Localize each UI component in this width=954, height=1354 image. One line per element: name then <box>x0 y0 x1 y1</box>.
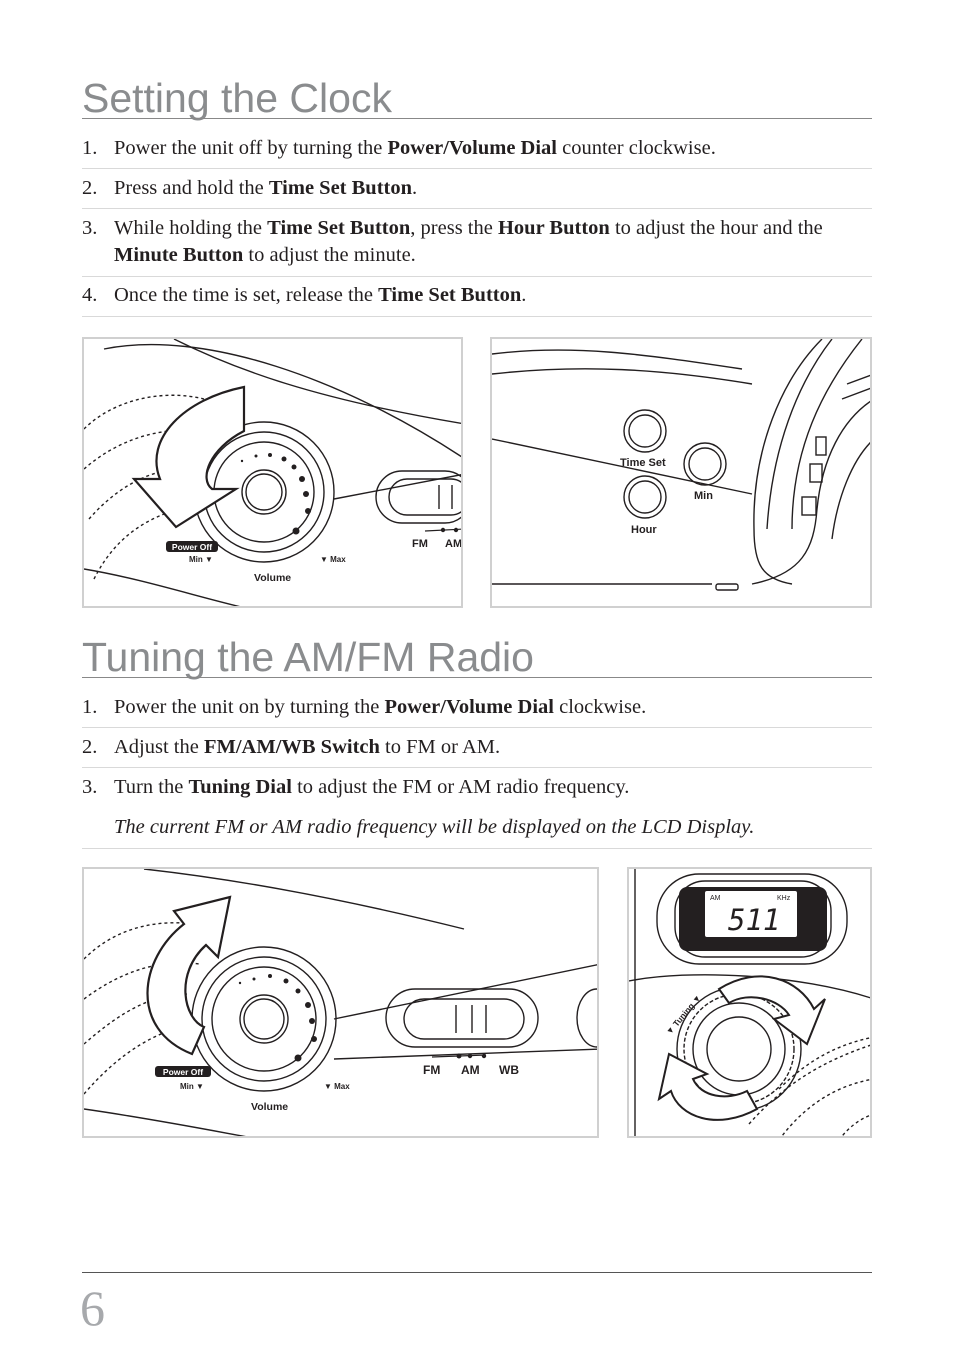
step-bold-term: Hour Button <box>497 217 610 239</box>
figure-tuning-dial: AM KHz 511 ▼ Tuning ▼ <box>627 867 872 1138</box>
step-bold-term: Power/Volume Dial <box>387 137 558 159</box>
volume-label: Volume <box>251 1101 288 1113</box>
am-label: AM <box>461 1063 480 1077</box>
hour-label: Hour <box>631 524 657 536</box>
step-text-part: . <box>521 284 527 306</box>
min-label: Min ▼ <box>189 555 213 564</box>
step-text: While holding the Time Set Button, press… <box>114 215 872 269</box>
step-divider <box>82 276 872 277</box>
step-text: Press and hold the Time Set Button. <box>114 175 872 202</box>
step-text-part: , press the <box>410 217 498 239</box>
step-text: Power the unit off by turning the Power/… <box>114 135 872 162</box>
step-text-part: to adjust the FM or AM radio frequency. <box>291 776 630 798</box>
step-divider <box>82 168 872 169</box>
step-text-part: to FM or AM. <box>379 736 501 758</box>
step-bold-term: FM/AM/WB Switch <box>203 736 380 758</box>
clockwise-arrow-icon <box>146 895 232 1056</box>
step-number: 4. <box>82 284 98 306</box>
step-bold-term: Time Set Button <box>268 177 413 199</box>
note-text: The current FM or AM radio frequency wil… <box>114 816 755 838</box>
step-text-part: While holding the <box>114 217 268 239</box>
section-title-tuning-radio: Tuning the AM/FM Radio <box>82 634 534 680</box>
tuning-dial-illustration: AM KHz 511 ▼ Tuning ▼ <box>629 869 870 1136</box>
step-divider <box>82 208 872 209</box>
step-text-part: clockwise. <box>553 696 647 718</box>
rotate-counterclockwise-arrow-icon <box>657 1052 759 1121</box>
step-text-part: Press and hold the <box>114 177 269 199</box>
lcd-unit-label: KHz <box>777 895 791 902</box>
step-divider <box>82 316 872 317</box>
section-title-setting-clock: Setting the Clock <box>82 75 392 121</box>
lcd-band-label: AM <box>710 895 721 902</box>
step-bold-term: Time Set Button <box>378 284 522 306</box>
step-number: 2. <box>82 736 98 758</box>
power-off-badge <box>155 1066 211 1077</box>
title-rule <box>82 677 872 678</box>
step-bold-term: Time Set Button <box>267 217 411 239</box>
step-bold-term: Tuning Dial <box>188 776 292 798</box>
step-text-part: to adjust the hour and the <box>609 217 823 239</box>
step-number: 3. <box>82 217 98 239</box>
fm-label: FM <box>423 1063 440 1077</box>
step-text: Adjust the FM/AM/WB Switch to FM or AM. <box>114 734 872 761</box>
step-text: Turn the Tuning Dial to adjust the FM or… <box>114 774 872 801</box>
am-label: AM <box>445 538 462 550</box>
step-text-part: Turn the <box>114 776 189 798</box>
figure-volume-dial-off: Power Off Min ▼ ▼ Max Volume FM AM <box>82 337 463 608</box>
step-text-part: Once the time is set, release the <box>114 284 379 306</box>
step-number: 3. <box>82 776 98 798</box>
min-button-label: Min <box>694 490 713 502</box>
step-text-part: Power the unit off by turning the <box>114 137 388 159</box>
power-off-label: Power Off <box>172 542 212 552</box>
page-number: 6 <box>80 1280 105 1336</box>
step-divider <box>82 727 872 728</box>
power-off-label: Power Off <box>163 1067 203 1077</box>
volume-label: Volume <box>254 572 291 584</box>
step-text: Power the unit on by turning the Power/V… <box>114 694 872 721</box>
step-bold-term: Power/Volume Dial <box>384 696 554 718</box>
figure-time-set-buttons: Time Set Min Hour <box>490 337 872 608</box>
step-divider <box>82 848 872 849</box>
step-text-part: to adjust the minute. <box>243 244 416 266</box>
time-set-illustration: Time Set Min Hour <box>492 339 870 591</box>
rotate-clockwise-arrow-icon <box>717 975 826 1046</box>
max-label: ▼ Max <box>324 1082 350 1091</box>
step-divider <box>82 767 872 768</box>
volume-switch-illustration: Power Off Min ▼ ▼ Max Volume FM AM WB <box>84 869 597 1136</box>
max-label: ▼ Max <box>320 555 346 564</box>
time-set-label: Time Set <box>620 457 666 469</box>
step-text-part: Adjust the <box>114 736 204 758</box>
footer-rule <box>82 1272 872 1273</box>
volume-dial-illustration: Power Off Min ▼ ▼ Max Volume FM AM <box>84 339 462 606</box>
fm-label: FM <box>412 538 428 550</box>
wb-label: WB <box>499 1063 519 1077</box>
counter-clockwise-arrow-icon <box>131 385 246 529</box>
step-text-part: Power the unit on by turning the <box>114 696 385 718</box>
step-text: Once the time is set, release the Time S… <box>114 282 872 309</box>
step-number: 1. <box>82 696 98 718</box>
step-number: 1. <box>82 137 98 159</box>
power-off-badge <box>166 541 218 552</box>
step-bold-term: Minute Button <box>114 244 244 266</box>
figure-volume-dial-on: Power Off Min ▼ ▼ Max Volume FM AM WB <box>82 867 599 1138</box>
step-text-part: . <box>412 177 418 199</box>
min-label: Min ▼ <box>180 1082 204 1091</box>
lcd-screen <box>705 891 797 937</box>
lcd-frequency: 511 <box>728 903 780 937</box>
step-number: 2. <box>82 177 98 199</box>
step-text-part: counter clockwise. <box>557 137 716 159</box>
title-rule <box>82 118 872 119</box>
